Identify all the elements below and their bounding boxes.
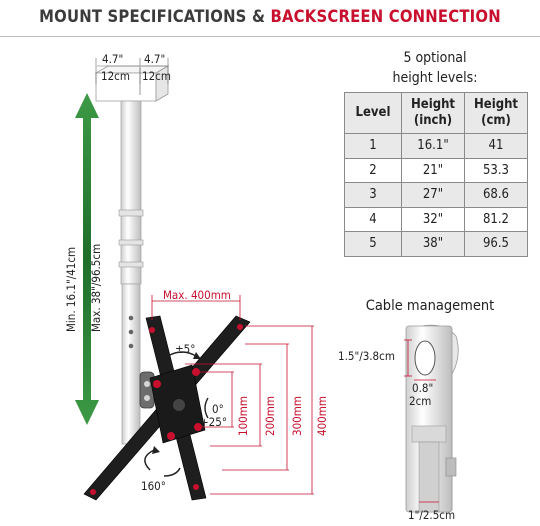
slot-length-label: 1.5"/3.8cm: [338, 349, 395, 363]
title-right: BACKSCREEN CONNECTION: [270, 7, 501, 26]
plate-width-cm-right: 12cm: [142, 69, 171, 83]
slot-width-inch-label: 0.8": [412, 381, 434, 395]
vesa-max-width-label: Max. 400mm: [163, 288, 231, 302]
ceiling-plate: [94, 58, 170, 102]
cm-cell: 81.2: [464, 206, 528, 232]
table-row: 2 21" 53.3: [344, 157, 528, 183]
col-inch-header: Height(inch): [401, 92, 465, 134]
col-level-header: Level: [344, 92, 402, 134]
level-cell: 5: [344, 231, 402, 257]
inch-cell: 32": [401, 206, 465, 232]
tube-diameter-label: 1"/2.5cm: [408, 508, 456, 522]
plate-width-cm-left: 12cm: [101, 69, 130, 83]
cm-cell: 53.3: [464, 157, 528, 183]
title-divider: [0, 36, 540, 37]
inch-cell: 21": [401, 157, 465, 183]
inch-cell: 27": [401, 182, 465, 208]
vesa-bracket: [83, 315, 251, 501]
plate-width-inch-right: 4.7": [144, 52, 166, 66]
vesa-height-200: 200mm: [263, 396, 277, 436]
swivel-label: 160°: [141, 479, 166, 493]
table-row: 5 38" 96.5: [344, 231, 528, 257]
level-cell: 3: [344, 182, 402, 208]
levels-heading-line1: 5 optional: [403, 50, 467, 66]
height-min-label: Min. 16.1"/41cm: [64, 246, 78, 332]
plate-width-inch-left: 4.7": [102, 52, 124, 66]
cm-cell: 41: [464, 133, 528, 159]
height-levels-table: Level Height(inch) Height(cm) 1 16.1" 41…: [344, 92, 528, 257]
table-row: 3 27" 68.6: [344, 182, 528, 208]
tilt-bottom-label: +25°: [200, 415, 228, 429]
height-range-arrow: [75, 93, 99, 425]
vesa-dimensions: [151, 295, 314, 495]
levels-heading-line2: height levels:: [392, 70, 478, 86]
col-cm-header: Height(cm): [464, 92, 528, 134]
slot-width-cm-label: 2cm: [409, 394, 432, 408]
level-cell: 4: [344, 206, 402, 232]
level-cell: 1: [344, 133, 402, 159]
vesa-height-300: 300mm: [290, 396, 304, 436]
tilt-top-label: 0°: [212, 402, 224, 416]
levels-heading: 5 optional height levels:: [340, 48, 530, 88]
rotation-label: ±5°: [175, 342, 196, 356]
inch-cell: 38": [401, 231, 465, 257]
level-cell: 2: [344, 157, 402, 183]
inch-cell: 16.1": [401, 133, 465, 159]
vesa-height-400: 400mm: [315, 396, 329, 436]
mount-pole: [118, 100, 155, 445]
height-max-label: Max. 38"/96.5cm: [89, 243, 103, 332]
title-left: MOUNT SPECIFICATIONS &: [39, 7, 266, 26]
vesa-height-100: 100mm: [236, 396, 250, 436]
table-row: 4 32" 81.2: [344, 206, 528, 232]
page-title: MOUNT SPECIFICATIONS & BACKSCREEN CONNEC…: [0, 3, 540, 31]
table-row: 1 16.1" 41: [344, 133, 528, 159]
cm-cell: 68.6: [464, 182, 528, 208]
cable-management-illustration: [404, 324, 459, 513]
cm-cell: 96.5: [464, 231, 528, 257]
cable-management-title: Cable management: [365, 298, 495, 314]
